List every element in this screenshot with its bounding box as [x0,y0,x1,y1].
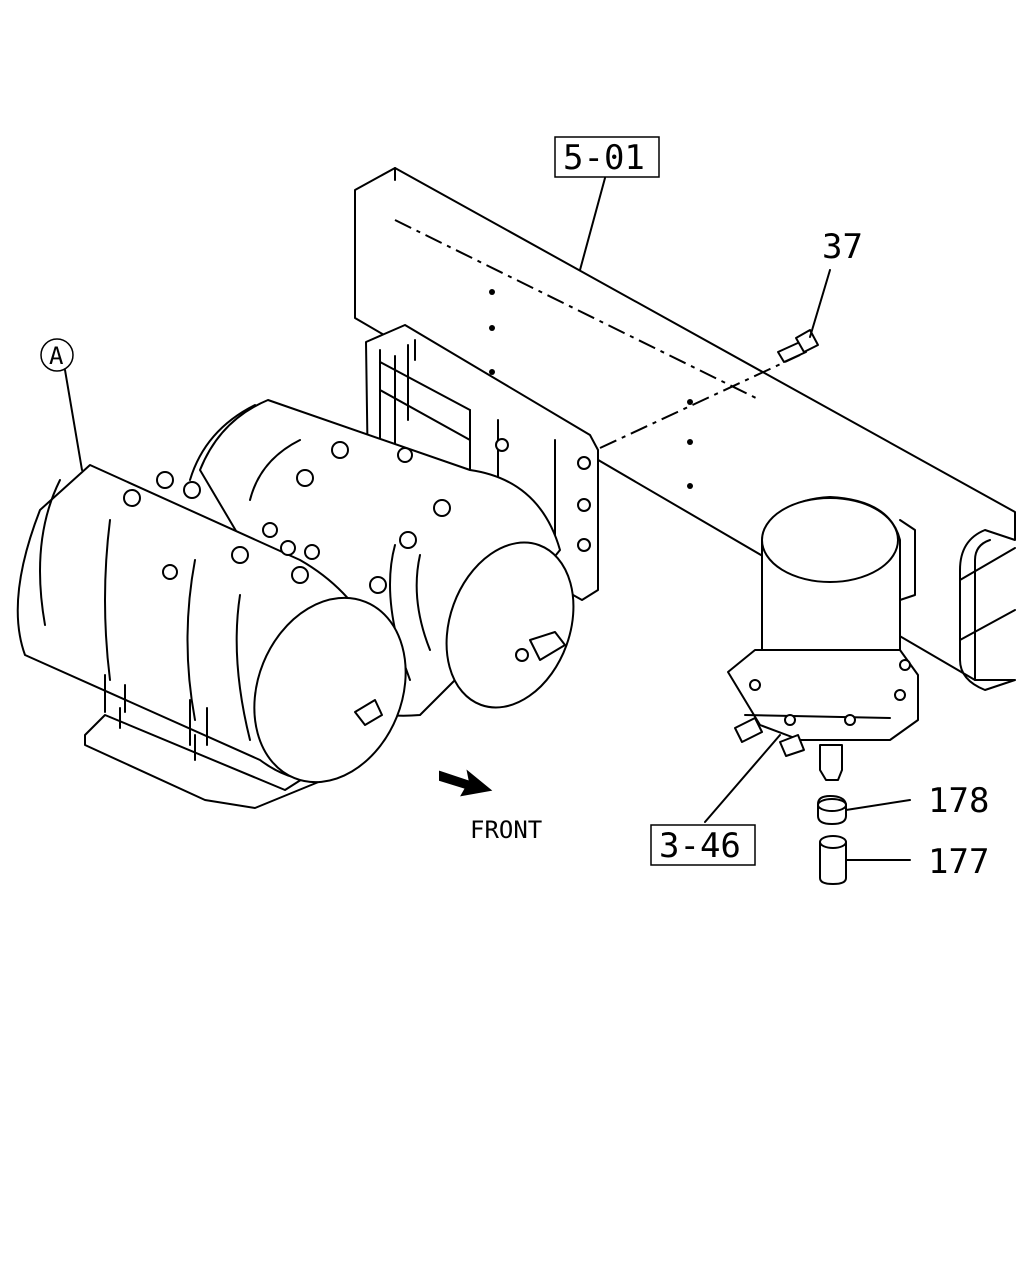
part-label-37: 37 [822,227,863,267]
ref-box-5-01 [554,136,660,178]
leader-3-46 [704,734,781,823]
air-dryer [599,354,919,781]
air-tank-rear [189,399,575,717]
fitting-part-178 [817,795,911,825]
ref-label-5-01: 5-01 [563,138,645,178]
view-a-label: A [49,342,64,370]
view-a-circle [40,338,74,372]
part-label-177: 177 [928,842,989,882]
sleeve-part-177 [819,835,911,885]
front-label: FRONT [470,816,542,844]
ref-label-3-46: 3-46 [659,826,741,866]
ref-box-3-46 [650,824,756,866]
part-label-178: 178 [928,781,989,821]
air-tank-front [16,464,407,784]
bolt-part-37 [777,269,831,363]
front-arrow: FRONT [439,769,542,844]
leader-a [64,369,83,471]
leader-5-01 [579,177,606,271]
